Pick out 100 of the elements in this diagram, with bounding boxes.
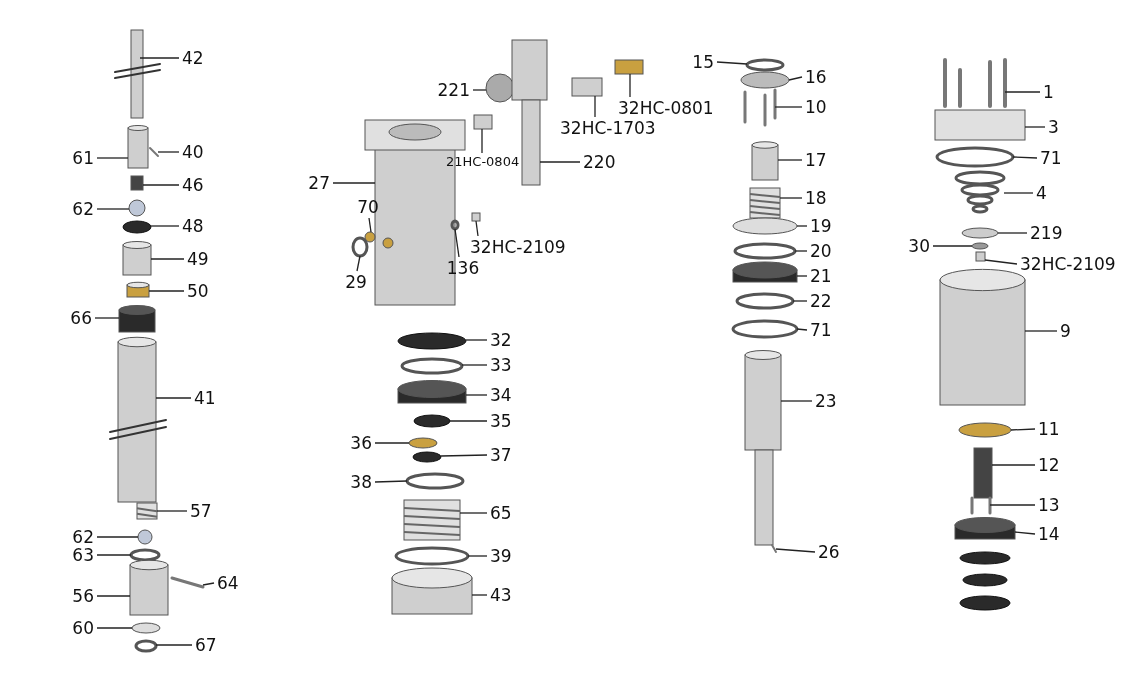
leader-line [368, 217, 372, 233]
leader-line [459, 512, 488, 514]
leader-line [454, 228, 460, 258]
callout-number: 9 [1060, 321, 1071, 341]
leader-line [774, 106, 803, 108]
plate-drawing [740, 71, 790, 89]
callout-number: 71 [1040, 148, 1062, 168]
leader-line [472, 89, 487, 91]
leader-line [629, 73, 631, 98]
leader-line [1010, 428, 1036, 431]
screw-drawing [975, 251, 986, 262]
o-ring-drawing [400, 357, 464, 375]
leader-line [1024, 330, 1058, 332]
callout-number: 16 [805, 67, 827, 87]
leader-line [932, 245, 973, 247]
callout-number: 43 [490, 585, 512, 605]
piston-rod-drawing [744, 350, 782, 546]
callout-number: 37 [490, 445, 512, 465]
callout-number: 61 [72, 148, 94, 168]
callout-number: 65 [490, 503, 512, 523]
disc-drawing [131, 622, 161, 634]
leader-line [716, 61, 748, 65]
leader-line [471, 594, 488, 596]
seal-drawing [118, 305, 156, 333]
leader-line [96, 536, 139, 538]
seal-drawing [413, 414, 451, 428]
bushing-drawing [126, 281, 150, 298]
snap-ring-drawing [134, 639, 158, 653]
callout-number: 19 [810, 216, 832, 236]
callout-number: 3 [1048, 117, 1059, 137]
fitting-drawing [614, 59, 644, 75]
bushing-drawing [408, 437, 438, 449]
cone-spring-drawing [954, 170, 1006, 214]
leader-line [148, 290, 185, 292]
callout-number: 21 [810, 266, 832, 286]
callout-number: 10 [805, 97, 827, 117]
callout-number: 29 [345, 272, 367, 292]
callout-number: 62 [72, 199, 94, 219]
valve-seat-drawing [122, 241, 152, 276]
leader-line [374, 442, 410, 444]
callout-number: 4 [1036, 183, 1047, 203]
packing-drawing [397, 380, 467, 404]
leader-line [96, 627, 133, 629]
callout-number: 56 [72, 586, 94, 606]
spring-drawing [130, 175, 144, 191]
spring-drawing [136, 502, 158, 520]
sleeve-drawing [751, 141, 779, 181]
leader-line [984, 259, 1018, 265]
leader-line [475, 220, 479, 237]
pins-drawing [743, 88, 777, 127]
seal-drawing [122, 220, 152, 234]
cylinder-drawing [939, 268, 1026, 406]
leader-line [1024, 126, 1046, 128]
spring-drawing [403, 499, 461, 541]
foot-valve-drawing [129, 559, 169, 616]
callout-number: 26 [818, 542, 840, 562]
leader-line [788, 76, 803, 81]
bolt-drawing [973, 447, 993, 499]
callout-number: 220 [583, 152, 616, 172]
part-code: 32HC-2109 [1020, 254, 1116, 274]
leader-line [467, 555, 488, 557]
callout-number: 67 [195, 635, 217, 655]
leader-line [1012, 156, 1038, 159]
leader-line [777, 159, 803, 161]
snap-ring-drawing [733, 242, 797, 260]
screw-drawing [471, 212, 481, 222]
callout-number: 219 [1030, 223, 1063, 243]
callout-number: 36 [350, 433, 372, 453]
check-valve-drawing [364, 231, 394, 249]
callout-number: 70 [357, 197, 379, 217]
tube-drawing [109, 336, 167, 503]
callout-number: 33 [490, 355, 512, 375]
leader-line [997, 232, 1028, 234]
callout-number: 40 [182, 142, 204, 162]
cover-plate-drawing [934, 109, 1026, 141]
leader-line [155, 397, 192, 399]
leader-line [332, 182, 376, 184]
pin-drawing [149, 147, 159, 157]
callout-number: 14 [1038, 524, 1060, 544]
snap-ring-drawing [351, 236, 369, 258]
leader-line [461, 364, 488, 366]
leader-line [779, 197, 803, 199]
leader-line [1014, 531, 1036, 535]
leader-line [792, 300, 808, 302]
leader-line [465, 394, 488, 396]
callout-number: 35 [490, 411, 512, 431]
callout-number: 50 [187, 281, 209, 301]
leader-line [202, 582, 215, 586]
callout-number: 136 [446, 258, 480, 278]
callout-number: 22 [810, 291, 832, 311]
pin-drawing [170, 576, 205, 589]
callout-number: 13 [1038, 495, 1060, 515]
leader-line [796, 275, 808, 277]
snap-ring-drawing [405, 472, 465, 490]
nut-drawing [391, 567, 473, 615]
pin-drawing [771, 544, 777, 553]
leader-line [539, 161, 581, 163]
seal-drawing [412, 451, 442, 463]
part-code: 32HC-2109 [470, 237, 566, 257]
callout-number: 71 [810, 320, 832, 340]
